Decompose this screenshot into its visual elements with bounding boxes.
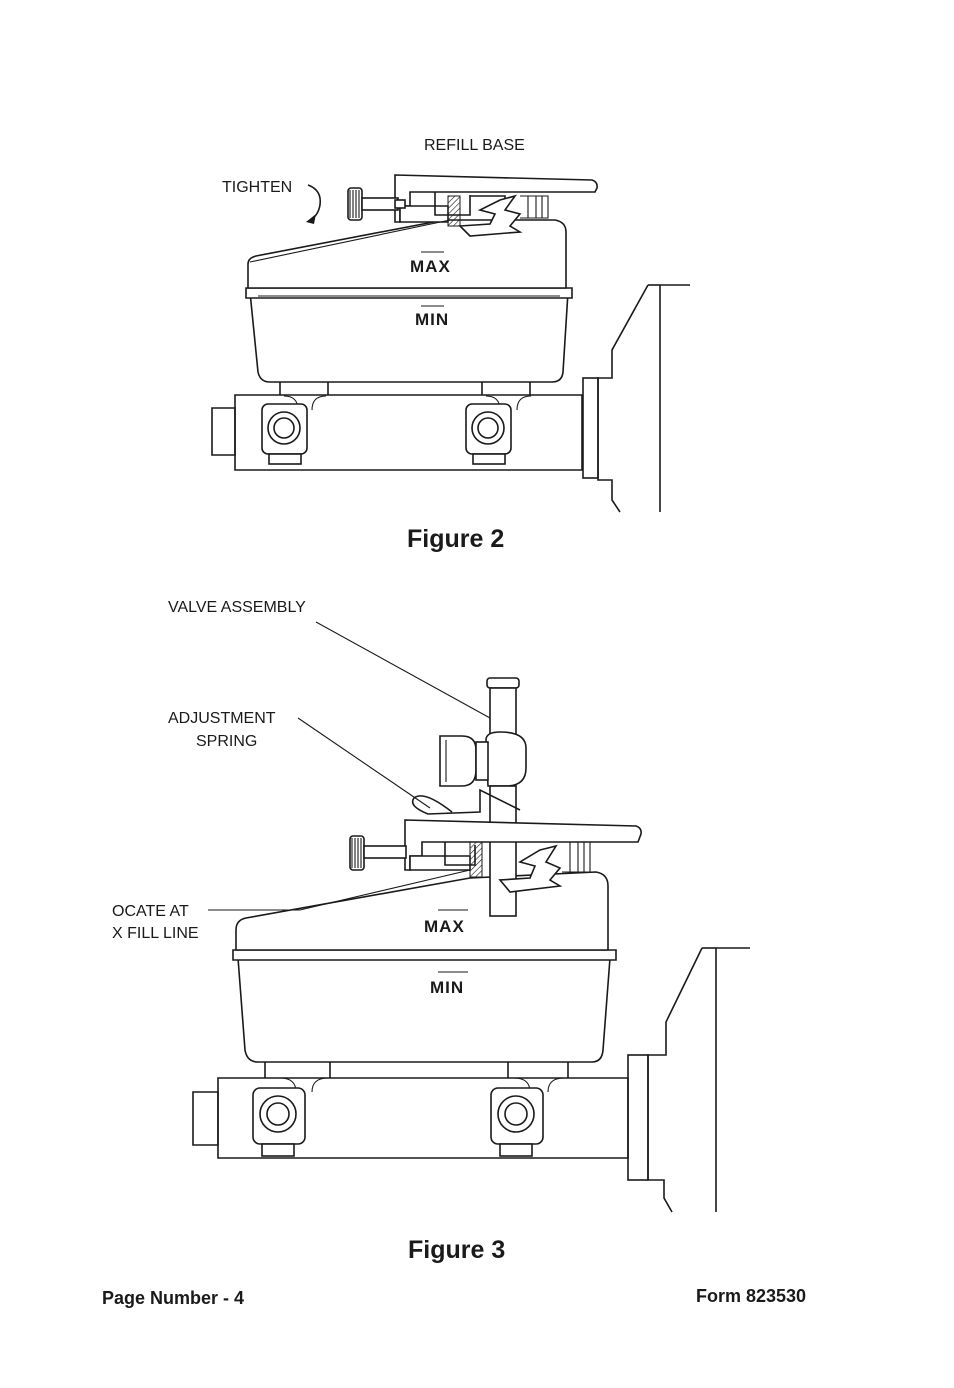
label-locate-line1: OCATE AT (112, 903, 189, 920)
form-number: Form 823530 (696, 1286, 807, 1306)
figure-3-illustration: VALVE ASSEMBLY ADJUSTMENT SPRING OCATE A… (112, 599, 750, 1213)
port-fitting-right (465, 403, 512, 465)
leader-line-locate (208, 869, 471, 911)
leader-line-fill (249, 219, 451, 263)
mark-min: MIN (415, 310, 449, 329)
figure-2-illustration: REFILL BASE TIGHTEN MAX MIN (211, 137, 690, 513)
leader-line-spring (297, 717, 431, 809)
figure-3-caption: Figure 3 (408, 1236, 506, 1264)
label-locate-line2: X FILL LINE (112, 925, 199, 942)
booster-plate (582, 284, 690, 513)
rotate-arrow-icon (306, 184, 322, 224)
mark-max: MAX (424, 917, 465, 936)
label-adjustment-spring-line1: ADJUSTMENT (168, 710, 276, 727)
master-cylinder-body (192, 1062, 629, 1159)
adjustment-spring (411, 788, 521, 815)
mark-max: MAX (410, 257, 451, 276)
mark-min: MIN (430, 978, 464, 997)
master-cylinder-body (211, 380, 583, 471)
reservoir (245, 219, 573, 383)
label-refill-base: REFILL BASE (424, 137, 525, 154)
valve-assembly (439, 677, 527, 917)
tighten-knob (347, 187, 406, 221)
leader-line-valve (315, 621, 491, 719)
page-number: Page Number - 4 (102, 1288, 245, 1308)
label-tighten: TIGHTEN (222, 179, 292, 196)
port-fitting-right (490, 1087, 544, 1157)
adjustment-knob (349, 835, 407, 871)
booster-plate (627, 947, 750, 1213)
port-fitting-left (261, 403, 308, 465)
label-adjustment-spring-line2: SPRING (196, 733, 257, 750)
port-fitting-left (252, 1087, 306, 1157)
reservoir (232, 871, 617, 1063)
label-valve-assembly: VALVE ASSEMBLY (168, 599, 306, 616)
figure-2-caption: Figure 2 (407, 525, 505, 553)
